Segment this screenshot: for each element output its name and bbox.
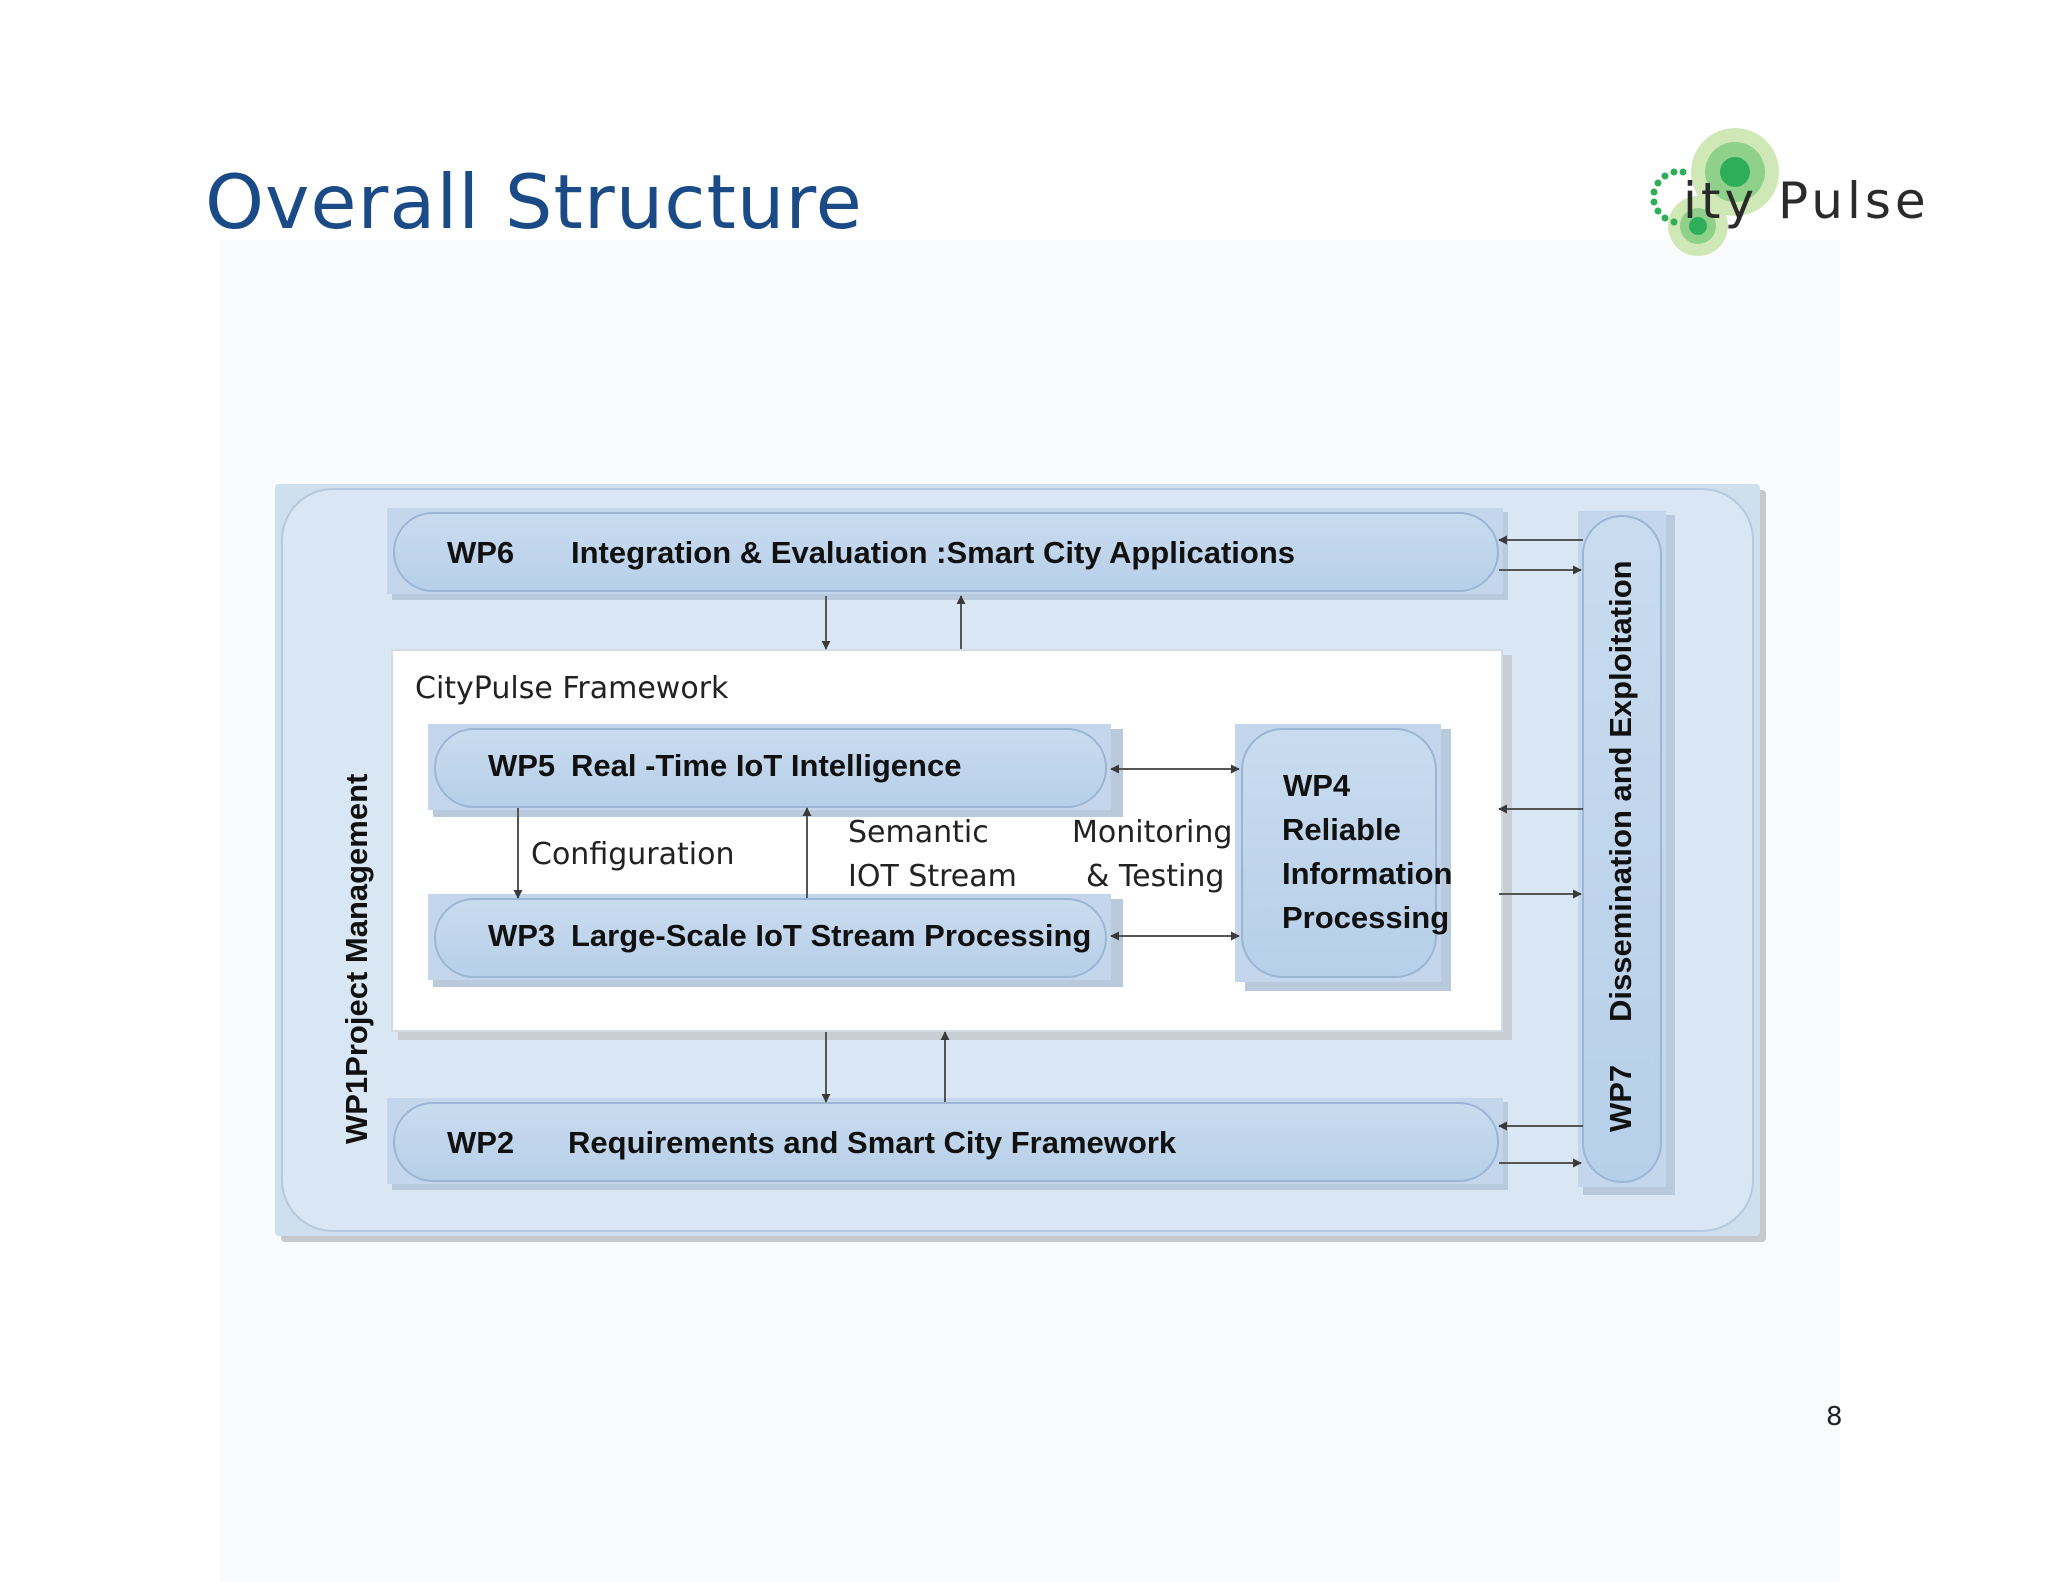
wp2-label: Requirements and Smart City Framework [568,1125,1177,1160]
monitoring-label-line2: & Testing [1086,859,1225,894]
wp4-line1: WP4 [1283,768,1351,803]
wp3-box [434,898,1107,978]
wp5-label: Real -Time IoT Intelligence [571,748,962,783]
wp4-box [1241,728,1437,978]
project-structure-diagram: WP1Project Management WP6 Integration & … [275,484,1770,1246]
framework-title: CityPulse Framework [415,671,729,706]
wp3-code: WP3 [488,918,556,953]
citypulse-circles-logo-icon [1650,128,1779,256]
wp6-code: WP6 [447,535,515,570]
citypulse-logo: ity Pulse [1630,120,1930,260]
wp7-box [1582,515,1662,1183]
wp6-box [393,512,1499,592]
wp5-box [434,728,1107,808]
wp6-label: Integration & Evaluation :Smart City App… [571,535,1295,570]
wp3-label: Large-Scale IoT Stream Processing [571,918,1092,953]
wp4-line3: Information [1282,856,1453,891]
page-number: 8 [1826,1402,1843,1432]
wp2-code: WP2 [447,1125,515,1160]
semantic-label-line1: Semantic [848,815,989,850]
logo-text: ity Pulse [1683,172,1930,230]
connector-arrows [513,535,1583,1168]
semantic-label-line2: IOT Stream [848,859,1017,894]
wp2-box [393,1102,1499,1182]
wp4-line4: Processing [1282,900,1450,935]
slide-title: Overall Structure [205,158,863,246]
monitoring-label-line1: Monitoring [1072,815,1233,850]
configuration-label: Configuration [531,837,735,872]
wp5-code: WP5 [488,748,556,783]
wp4-line2: Reliable [1282,812,1401,847]
